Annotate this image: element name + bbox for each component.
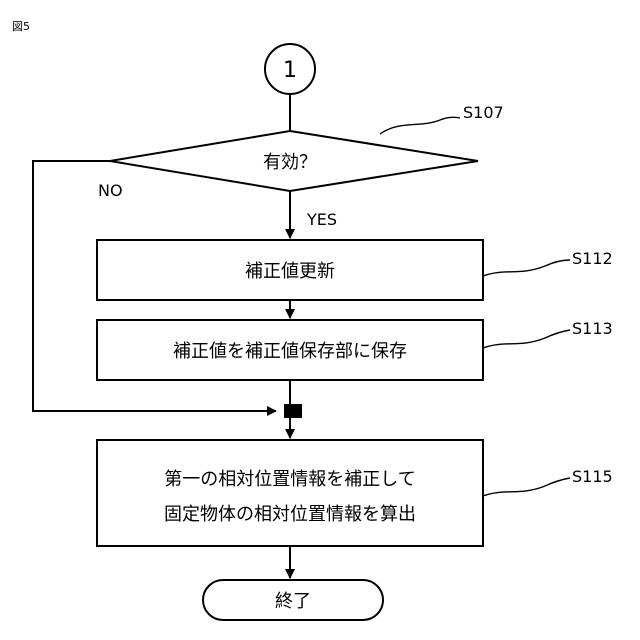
process-s115-line2: 固定物体の相対位置情報を算出 <box>164 504 416 525</box>
s113-leader-line <box>483 330 570 348</box>
s113-step-label: S113 <box>572 319 613 338</box>
s107-step-label: S107 <box>463 103 504 122</box>
terminal-label: 終了 <box>275 591 311 612</box>
process-box-s115 <box>97 440 483 546</box>
s115-leader-line <box>483 478 570 496</box>
yes-label: YES <box>306 210 337 229</box>
process-s115-line1: 第一の相対位置情報を補正して <box>164 469 415 490</box>
no-label: NO <box>98 181 123 200</box>
process-s113-label: 補正値を補正値保存部に保存 <box>173 341 407 362</box>
s112-leader-line <box>483 260 570 276</box>
connector-label: 1 <box>283 58 297 83</box>
figure-label: 図5 <box>12 20 30 33</box>
s112-step-label: S112 <box>572 249 613 268</box>
s115-step-label: S115 <box>572 467 613 486</box>
process-s112-label: 補正値更新 <box>245 261 335 282</box>
merge-junction <box>284 404 302 418</box>
s107-leader-line <box>380 117 460 134</box>
decision-label: 有効？ <box>263 152 317 173</box>
